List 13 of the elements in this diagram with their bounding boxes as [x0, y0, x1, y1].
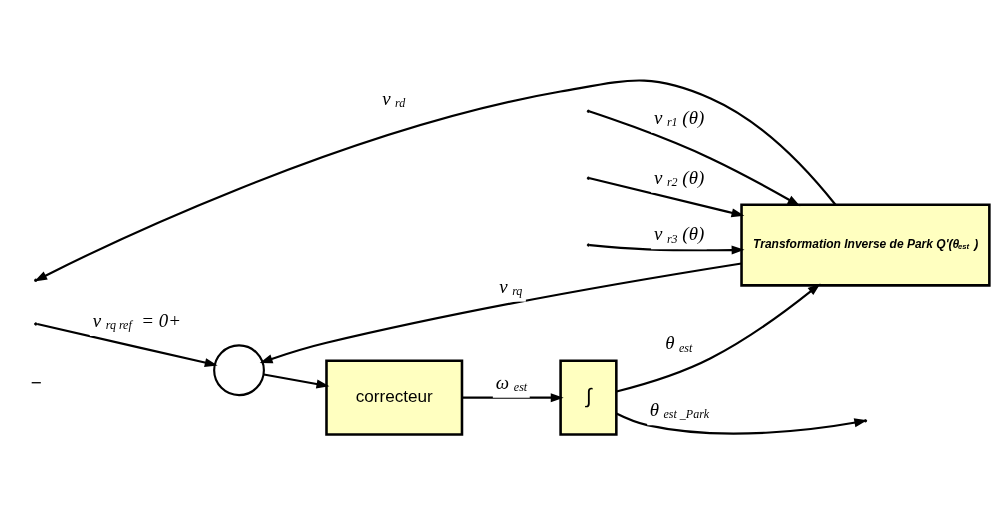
arrow	[462, 392, 564, 402]
label: −	[30, 371, 42, 393]
arrow	[263, 373, 330, 388]
arrow	[37, 322, 218, 367]
node-box: ∫	[559, 359, 618, 436]
arrow	[616, 282, 821, 393]
node-circle	[213, 343, 265, 396]
node-box: Transformation Inverse de Park Q'(θest)	[740, 202, 991, 287]
arrow	[589, 109, 801, 206]
node-box: correcteur	[325, 359, 464, 436]
arrow	[259, 261, 742, 363]
arrow	[589, 243, 745, 255]
arrow	[589, 176, 745, 217]
